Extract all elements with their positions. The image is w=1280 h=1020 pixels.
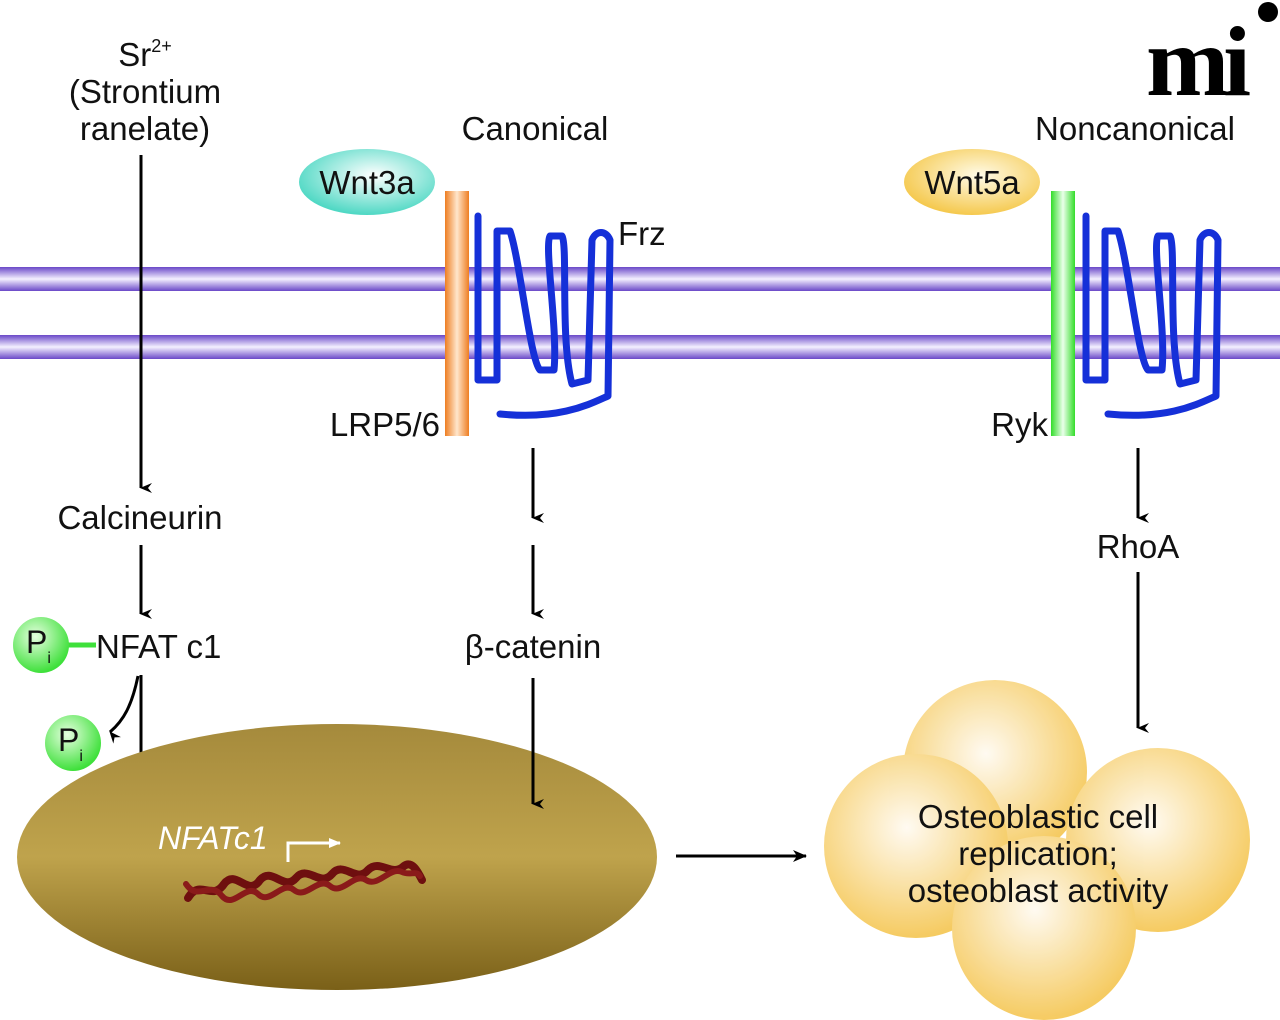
strontium-label: Sr2+ (Strontium ranelate) [40, 36, 250, 147]
frizzled-receptor [474, 212, 614, 419]
lrp-label: LRP5/6 [329, 406, 440, 443]
wnt5a-label: Wnt5a [924, 164, 1020, 201]
osteoblast-cluster [824, 680, 1250, 1020]
strontium-name-line2: ranelate) [79, 110, 211, 147]
phosphate-released-label: Pi [58, 722, 83, 766]
calcineurin-label: Calcineurin [57, 499, 223, 536]
phosphate-symbol: P [26, 624, 48, 660]
strontium-symbol: Sr [118, 36, 152, 73]
phosphate-bound [13, 617, 69, 673]
lrp-receptor [445, 191, 469, 436]
wnt3a-ligand [299, 149, 435, 215]
rhoa-label: RhoA [1096, 528, 1180, 565]
phosphate-subscript: i [47, 650, 51, 667]
noncanonical-title: Noncanonical [1035, 110, 1235, 147]
nfat-label: NFAT c1 [96, 628, 222, 665]
logo-dot-icon [1258, 2, 1278, 22]
phosphate-symbol: P [58, 722, 80, 758]
phosphate-subscript: i [79, 748, 83, 765]
nfatc1-gene-label: NFATc1 [158, 820, 268, 856]
ryk-receptor [1051, 191, 1075, 436]
phosphate-bound-label: Pi [26, 624, 51, 668]
journal-logo: mi [1146, 6, 1251, 117]
frz-label: Frz [618, 215, 666, 252]
strontium-name-line1: (Strontium [68, 73, 222, 110]
wnt3a-label: Wnt3a [319, 164, 415, 201]
strontium-charge: 2+ [151, 36, 172, 56]
outcome-line3: osteoblast activity [907, 872, 1169, 909]
beta-catenin-label: β-catenin [464, 628, 602, 665]
transcription-arrow [286, 838, 341, 862]
dna-strand-2 [183, 868, 423, 903]
outcome-line1: Osteoblastic cell [917, 798, 1159, 835]
outcome-label: Osteoblastic cell replication; osteoblas… [860, 798, 1216, 909]
arrow-phosphate-release [109, 675, 140, 744]
phosphate-released [45, 715, 101, 771]
outcome-line2: replication; [958, 835, 1118, 872]
wnt5a-ligand [904, 149, 1040, 215]
ryk-label: Ryk [991, 406, 1048, 443]
canonical-title: Canonical [461, 110, 609, 147]
nucleus [17, 724, 657, 990]
osteoblast-cell-bottom [952, 836, 1136, 1020]
frizzled-receptor-noncanonical [1082, 212, 1222, 419]
